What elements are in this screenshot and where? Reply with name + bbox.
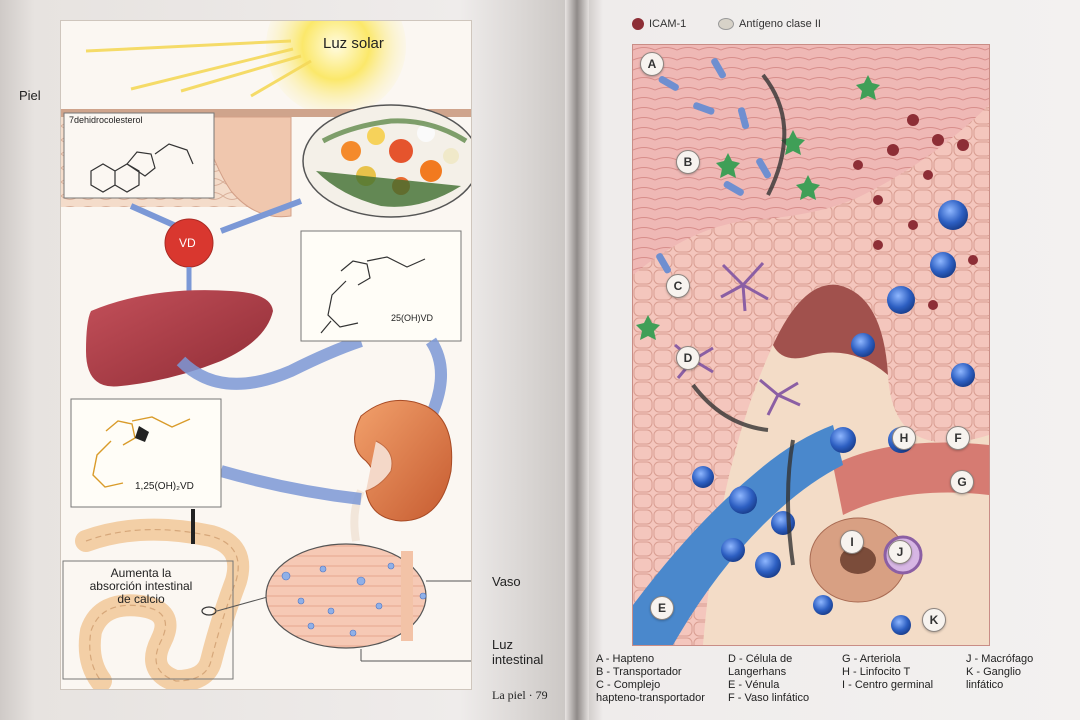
formula-box-3 [70, 398, 222, 508]
legend-column-1: A - Hapteno B - Transportador C - Comple… [596, 653, 726, 705]
marker-b: B [676, 150, 700, 174]
sun-label: Luz solar [323, 35, 384, 52]
legend-icam-label: ICAM-1 [649, 18, 687, 30]
vitamin-d-illustration [61, 0, 491, 693]
icam-dots [853, 114, 978, 310]
page-gutter [565, 0, 589, 720]
legend-c-cont: hapteno-transportador [596, 692, 705, 704]
legend-e: E - Vénula [728, 679, 780, 691]
marker-e: E [650, 596, 674, 620]
intestine-caption: Aumenta la absorción intestinal de calci… [81, 567, 201, 606]
legend-h: H - Linfocito T [842, 666, 911, 678]
legend-column-2: D - Célula de Langerhans E - Vénula F - … [728, 653, 828, 705]
vessel-label: Vaso [492, 574, 521, 589]
legend-g: G - Arteriola [842, 653, 901, 665]
gray-cell-icon [718, 18, 734, 30]
legend-b: B - Transportador [596, 666, 682, 678]
legend-a: A - Hapteno [596, 653, 655, 665]
immune-figure [632, 44, 990, 646]
marker-i: I [840, 530, 864, 554]
lumen-label: Luz intestinal [492, 637, 543, 667]
marker-f: F [946, 426, 970, 450]
legend-j: J - Macrófago [966, 653, 1034, 665]
formula-box-2 [300, 230, 462, 342]
lumen-label-line-2: intestinal [492, 652, 544, 667]
legend-antigen: Antígeno clase II [718, 18, 821, 30]
formula2-label: 25(OH)VD [391, 313, 434, 323]
legend-c: C - Complejo [596, 679, 661, 691]
marker-g: G [950, 470, 974, 494]
kidney [354, 399, 453, 522]
legend-f: F - Vaso linfático [728, 692, 810, 704]
liver [86, 290, 273, 387]
intestine-caption-line-1: Aumenta la [110, 566, 172, 580]
skin-surface [61, 109, 471, 117]
lumen-label-line-1: Luz [492, 637, 513, 652]
complex-stars [636, 75, 880, 340]
intestine-caption-line-2: absorción intestinal [89, 579, 193, 593]
legend-d: D - Célula de [728, 653, 793, 665]
marker-c: C [666, 274, 690, 298]
vd-label: VD [179, 236, 196, 250]
marker-h: H [892, 426, 916, 450]
page-footer: La piel · 79 [492, 688, 548, 702]
legend-icam: ICAM-1 [632, 18, 686, 30]
sun-rays [85, 39, 312, 98]
legend-k: K - Ganglio [966, 666, 1022, 678]
sun-glow [266, 0, 406, 116]
legend-antigen-label: Antígeno clase II [739, 18, 821, 30]
skin-label: Piel [19, 88, 41, 103]
red-cell-icon [632, 18, 644, 30]
calcium-dots [281, 562, 427, 637]
formula1-label: 7dehidrocolesterol [69, 115, 143, 125]
legend-i: I - Centro germinal [842, 679, 934, 691]
hapten-rods [656, 58, 772, 274]
legend-column-3: G - Arteriola H - Linfocito T I - Centro… [842, 653, 952, 692]
arteriole [833, 442, 989, 515]
intestine-caption-line-3: de calcio [117, 592, 165, 606]
vitamin-d-figure: Luz solar Piel 7dehidrocolesterol VD 25(… [19, 0, 491, 693]
legend-column-4: J - Macrófago K - Ganglio linfático [966, 653, 1066, 692]
venule [633, 425, 843, 645]
immune-illustration [633, 45, 989, 645]
formula3-label: 1,25(OH)₂VD [135, 481, 194, 492]
flower-blooms [316, 118, 468, 207]
marker-d: D [676, 346, 700, 370]
legend-d-cont: Langerhans [728, 666, 787, 678]
marker-a: A [640, 52, 664, 76]
marker-k: K [922, 608, 946, 632]
marker-j: J [888, 540, 912, 564]
legend-k-cont: linfático [966, 679, 1004, 691]
